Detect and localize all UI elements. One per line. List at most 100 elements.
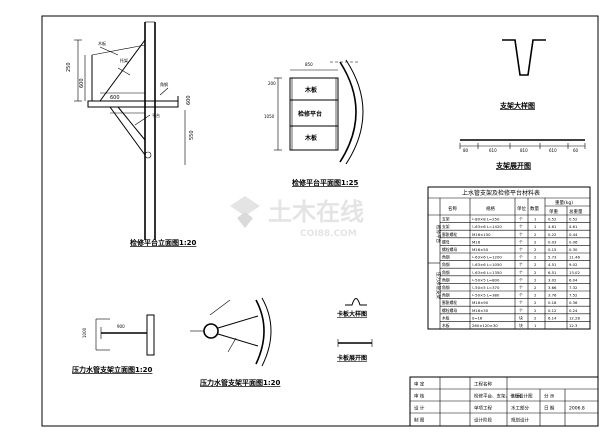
table-cell: 个 [519, 300, 523, 305]
watermark: 土木在线 COI88.COM [230, 196, 364, 239]
table-cell: 0.44 [569, 232, 578, 237]
pipe-elev-dim-1: 1000 [82, 327, 87, 338]
table-cell: 6.04 [569, 277, 578, 282]
table-cell: 0.03 [548, 239, 557, 244]
title-block-cell: 日 期 [544, 406, 555, 412]
watermark-main: 土木在线 [268, 198, 364, 226]
table-cell: 2 [534, 239, 537, 244]
table-cell: ∟50×5 L=380 [472, 293, 500, 298]
table-cell: 螺栓螺母 [442, 308, 457, 313]
table-cell: ∟50×5 L=800 [472, 277, 500, 282]
table-cell: 260×120×30 [472, 323, 498, 328]
plan-dim-0: 200 [268, 81, 276, 86]
table-cell: 2 [534, 255, 537, 260]
plan-label-0: 木板 [304, 86, 318, 94]
clip-unfold-view: 卡板展开图 [337, 339, 373, 362]
unfold-dim-3: 610 [549, 148, 557, 153]
table-header-spec: 规格 [486, 205, 495, 212]
clip-detail-title: 卡板大样图 [337, 310, 367, 318]
table-cell: 木板 [442, 315, 450, 320]
sheet-border [41, 15, 599, 427]
table-cell: 2 [534, 293, 537, 298]
plan-label-2: 木板 [304, 134, 318, 142]
title-block-cell: 检修平台、支架、卡板设计图 [474, 393, 533, 400]
table-cell: 角钢 [442, 255, 450, 260]
table-header-unit-weight: 单重 [549, 208, 558, 215]
table-cell: 9.02 [569, 262, 578, 267]
table-cell: 个 [519, 224, 523, 229]
plan-dim-2: 850 [305, 62, 313, 67]
table-cell: 2 [534, 247, 537, 252]
plan-label-1: 检修平台 [298, 110, 322, 118]
title-block-cell: 设 计 [414, 405, 425, 412]
table-cell: 0.22 [548, 232, 557, 237]
table-header-total-weight: 总重量 [569, 208, 583, 215]
table-cell: 个 [519, 232, 523, 237]
table-cell: 7.32 [569, 285, 578, 290]
table-cell: M16×30 [472, 308, 489, 313]
table-cell: ∟63×6 L=1200 [472, 255, 502, 260]
title-block-cell: 比 例 [511, 393, 522, 400]
table-cell: 11.46 [569, 255, 580, 260]
bracket-detail-title: 支架大样图 [499, 101, 535, 110]
pipe-plan-view: 压力水管支架平面图1:20 [190, 297, 281, 387]
elev-dim-3: 550 [189, 130, 195, 140]
table-cell: 1 [534, 323, 537, 328]
table-cell: 5.73 [548, 255, 557, 260]
table-cell: 块 [519, 323, 523, 328]
table-cell: 3.02 [548, 277, 557, 282]
table-cell: 0.15 [548, 247, 557, 252]
table-cell: 2 [534, 300, 537, 305]
table-cell: 螺栓螺母 [442, 247, 457, 252]
table-cell: 角钢 [442, 285, 450, 290]
table-cell: 12.28 [569, 315, 580, 320]
table-cell: ∟63×6 L=1420 [472, 224, 502, 229]
title-block-cell: 设计阶段 [474, 417, 492, 424]
title-block-cell: 单项工程 [474, 405, 492, 412]
table-header-name: 名称 [448, 205, 457, 212]
clip-unfold-title: 卡板展开图 [337, 354, 367, 362]
table-cell: 7.52 [569, 293, 578, 298]
table-cell: 个 [519, 247, 523, 252]
table-cell: 0.06 [569, 239, 578, 244]
table-header-qty: 数量 [530, 205, 539, 212]
table-cell: 0.24 [569, 308, 578, 313]
platform-elevation-title: 检修平台立面图1:20 [130, 238, 197, 247]
title-block-cell: 规划设计 [511, 417, 529, 424]
unfold-dim-0: 80 [463, 148, 469, 153]
table-cell: 4.61 [569, 224, 578, 229]
material-table-title: 上水管支架及检修平台材料表 [462, 189, 540, 197]
elev-dim-1: 600 [79, 78, 85, 88]
table-cell: 角钢 [442, 277, 450, 282]
table-cell: 块 [519, 315, 523, 320]
elev-label-3: 平台 [152, 112, 160, 118]
elev-label-2: 角钢 [160, 81, 168, 87]
table-cell: 1 [534, 217, 537, 222]
table-cell: ∟63×6 L=1050 [472, 262, 502, 267]
table-side-label-2: 压力水管支架 [435, 272, 442, 299]
table-cell: 2 [534, 277, 537, 282]
unfold-dim-2: 810 [520, 148, 528, 153]
table-side-label-1: 检修平台 [435, 225, 442, 243]
bracket-unfold-view: 80 610 810 610 60 支架展开图 [459, 139, 586, 170]
table-cell: 个 [519, 285, 523, 290]
title-block-cell: 2006.8 [569, 406, 585, 412]
table-cell: 2 [534, 262, 537, 267]
table-cell: 个 [519, 270, 523, 275]
table-cell: ∟80×8 L=250 [472, 217, 500, 222]
elev-dim-2: 600 [110, 95, 120, 101]
table-cell: 2 [534, 285, 537, 290]
clip-detail-view: 卡板大样图 [337, 298, 367, 318]
platform-plan-view: 200 1050 850 木板 检修平台 木板 检修平台平面图1:25 [264, 59, 364, 187]
material-table: 上水管支架及检修平台材料表 检修平台 压力水管支架 名称 规格 单位 数量 重量… [427, 186, 591, 330]
table-header-weight: 重量(kg) [555, 199, 573, 206]
bracket-unfold-title: 支架展开图 [495, 161, 531, 170]
title-block-cell: 水工部分 [511, 405, 529, 412]
table-cell: 2 [534, 270, 537, 275]
title-block-cell: 制 图 [414, 417, 425, 424]
table-cell: 膨胀螺栓 [442, 232, 457, 237]
table-cell: M16×90 [472, 300, 489, 305]
table-cell: 个 [519, 262, 523, 267]
table-cell: 2 [534, 232, 537, 237]
